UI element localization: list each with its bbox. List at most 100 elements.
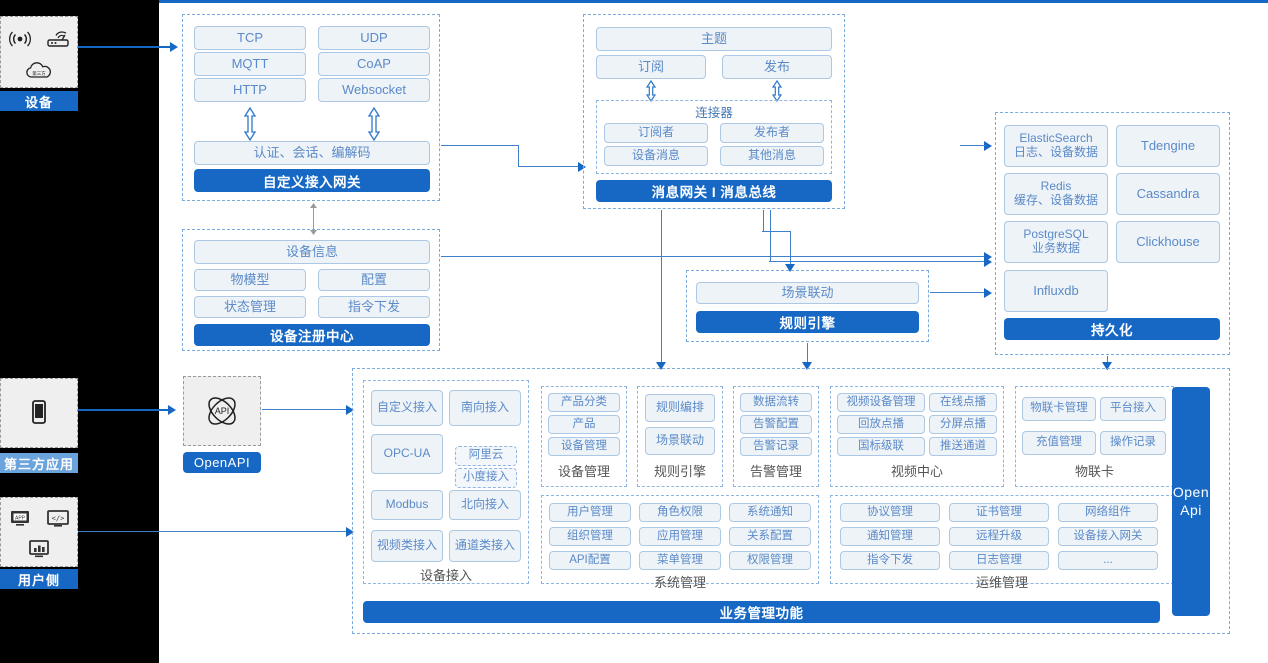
- store-redis-sub: 缓存、设备数据: [1013, 193, 1098, 207]
- conn-gateway-to-bus-h2: [518, 166, 582, 167]
- svg-text:</>: </>: [51, 514, 64, 522]
- registry-command-dispatch[interactable]: 指令下发: [318, 296, 430, 318]
- om-more[interactable]: ...: [1058, 551, 1158, 570]
- registry-state-management[interactable]: 状态管理: [194, 296, 306, 318]
- conn-registry-to-persist-arrow: [984, 252, 992, 262]
- open-api-side-bar[interactable]: Open Api: [1172, 387, 1210, 616]
- store-postgresql[interactable]: PostgreSQL 业务数据: [1004, 221, 1108, 263]
- persistence-container: [995, 112, 1230, 355]
- am-alarm-config[interactable]: 告警配置: [740, 415, 812, 434]
- device-access-video[interactable]: 视频类接入: [371, 530, 443, 562]
- device-access-channel[interactable]: 通道类接入: [449, 530, 521, 562]
- ic-card-management[interactable]: 物联卡管理: [1022, 397, 1096, 421]
- store-elasticsearch[interactable]: ElasticSearch 日志、设备数据: [1004, 125, 1108, 167]
- app-window-icon: APP: [8, 508, 32, 528]
- dm-product[interactable]: 产品: [548, 415, 620, 434]
- device-access-opcua[interactable]: OPC-UA: [371, 434, 443, 474]
- conn-openapi-to-business-arrow: [346, 405, 354, 415]
- dm-product-category[interactable]: 产品分类: [548, 393, 620, 412]
- vc-gb-cascade[interactable]: 国标级联: [837, 437, 925, 456]
- ic-recharge-management[interactable]: 充值管理: [1022, 431, 1096, 455]
- am-data-flow[interactable]: 数据流转: [740, 393, 812, 412]
- registry-thing-model[interactable]: 物模型: [194, 269, 306, 291]
- connector-other-message[interactable]: 其他消息: [720, 146, 824, 166]
- dm-device-management[interactable]: 设备管理: [548, 437, 620, 456]
- conn-rule-to-business-arrow: [802, 362, 812, 370]
- sm-user-management[interactable]: 用户管理: [549, 503, 631, 522]
- om-notice-management[interactable]: 通知管理: [840, 527, 940, 546]
- store-cassandra[interactable]: Cassandra: [1116, 173, 1220, 215]
- bus-subscribe[interactable]: 订阅: [596, 55, 706, 79]
- store-redis[interactable]: Redis 缓存、设备数据: [1004, 173, 1108, 215]
- registry-device-info[interactable]: 设备信息: [194, 240, 430, 264]
- re-scene-linkage[interactable]: 场景联动: [645, 427, 715, 455]
- vc-playback[interactable]: 回放点播: [837, 415, 925, 434]
- bus-publish[interactable]: 发布: [722, 55, 832, 79]
- sm-permission-management[interactable]: 权限管理: [729, 551, 811, 570]
- vc-split-screen-play[interactable]: 分屏点播: [929, 415, 997, 434]
- protocol-websocket[interactable]: Websocket: [318, 78, 430, 102]
- om-log-management[interactable]: 日志管理: [949, 551, 1049, 570]
- store-clickhouse[interactable]: Clickhouse: [1116, 221, 1220, 263]
- device-access-southbound[interactable]: 南向接入: [449, 390, 521, 426]
- sm-org-management[interactable]: 组织管理: [549, 527, 631, 546]
- om-certificate-management[interactable]: 证书管理: [949, 503, 1049, 522]
- bus-topic[interactable]: 主题: [596, 27, 832, 51]
- ic-operation-log[interactable]: 操作记录: [1100, 431, 1166, 455]
- business-bar[interactable]: 业务管理功能: [363, 601, 1160, 623]
- om-remote-upgrade[interactable]: 远程升级: [949, 527, 1049, 546]
- connector-subscriber[interactable]: 订阅者: [604, 123, 708, 143]
- device-access-northbound[interactable]: 北向接入: [449, 490, 521, 520]
- am-alarm-record[interactable]: 告警记录: [740, 437, 812, 456]
- sm-menu-management[interactable]: 菜单管理: [639, 551, 721, 570]
- ic-platform-access[interactable]: 平台接入: [1100, 397, 1166, 421]
- vc-push-channel[interactable]: 推送通道: [929, 437, 997, 456]
- connector-publisher[interactable]: 发布者: [720, 123, 824, 143]
- sm-api-config[interactable]: API配置: [549, 551, 631, 570]
- om-device-access-gateway[interactable]: 设备接入网关: [1058, 527, 1158, 546]
- device-access-xiaodu[interactable]: 小度接入: [455, 468, 517, 488]
- device-access-aliyun[interactable]: 阿里云: [455, 446, 517, 466]
- device-access-custom[interactable]: 自定义接入: [371, 390, 443, 426]
- protocol-coap[interactable]: CoAP: [318, 52, 430, 76]
- message-bus-bar[interactable]: 消息网关 I 消息总线: [596, 180, 832, 202]
- openapi-icon-box: API: [183, 376, 261, 446]
- sm-app-management[interactable]: 应用管理: [639, 527, 721, 546]
- rule-engine-bar[interactable]: 规则引擎: [696, 311, 919, 333]
- persistence-bar[interactable]: 持久化: [1004, 318, 1220, 340]
- group-system-management: [541, 495, 819, 584]
- sm-system-notice[interactable]: 系统通知: [729, 503, 811, 522]
- om-command-dispatch[interactable]: 指令下发: [840, 551, 940, 570]
- store-tdengine[interactable]: Tdengine: [1116, 125, 1220, 167]
- protocol-udp[interactable]: UDP: [318, 26, 430, 50]
- rule-engine-container: [686, 270, 929, 342]
- sm-role-permission[interactable]: 角色权限: [639, 503, 721, 522]
- conn-bus-to-persist-h: [769, 261, 987, 262]
- svg-text:APP: APP: [14, 515, 25, 521]
- gateway-auth-session-codec[interactable]: 认证、会话、编解码: [194, 141, 430, 165]
- svg-text:第三方: 第三方: [32, 70, 46, 77]
- protocol-tcp[interactable]: TCP: [194, 26, 306, 50]
- device-access-modbus[interactable]: Modbus: [371, 490, 443, 520]
- vc-online-play[interactable]: 在线点播: [929, 393, 997, 412]
- conn-persist-top-stub: [960, 145, 986, 146]
- connector-device-message[interactable]: 设备消息: [604, 146, 708, 166]
- cloud-icon: 第三方: [23, 61, 55, 81]
- sm-relation-config[interactable]: 关系配置: [729, 527, 811, 546]
- re-rule-orchestration[interactable]: 规则编排: [645, 394, 715, 422]
- openapi-label[interactable]: OpenAPI: [183, 452, 261, 473]
- router-icon: [45, 29, 71, 49]
- om-network-component[interactable]: 网络组件: [1058, 503, 1158, 522]
- protocol-mqtt[interactable]: MQTT: [194, 52, 306, 76]
- registry-bar[interactable]: 设备注册中心: [194, 324, 430, 346]
- om-protocol-management[interactable]: 协议管理: [840, 503, 940, 522]
- gateway-bar[interactable]: 自定义接入网关: [194, 169, 430, 192]
- conn-userside-to-business: [78, 531, 350, 532]
- protocol-http[interactable]: HTTP: [194, 78, 306, 102]
- rule-engine-scene[interactable]: 场景联动: [696, 282, 919, 304]
- vc-video-device-management[interactable]: 视频设备管理: [837, 393, 925, 412]
- registry-config[interactable]: 配置: [318, 269, 430, 291]
- store-postgresql-name: PostgreSQL: [1023, 227, 1089, 242]
- actor-user-side-label: 用户侧: [0, 569, 78, 589]
- store-influxdb[interactable]: Influxdb: [1004, 270, 1108, 312]
